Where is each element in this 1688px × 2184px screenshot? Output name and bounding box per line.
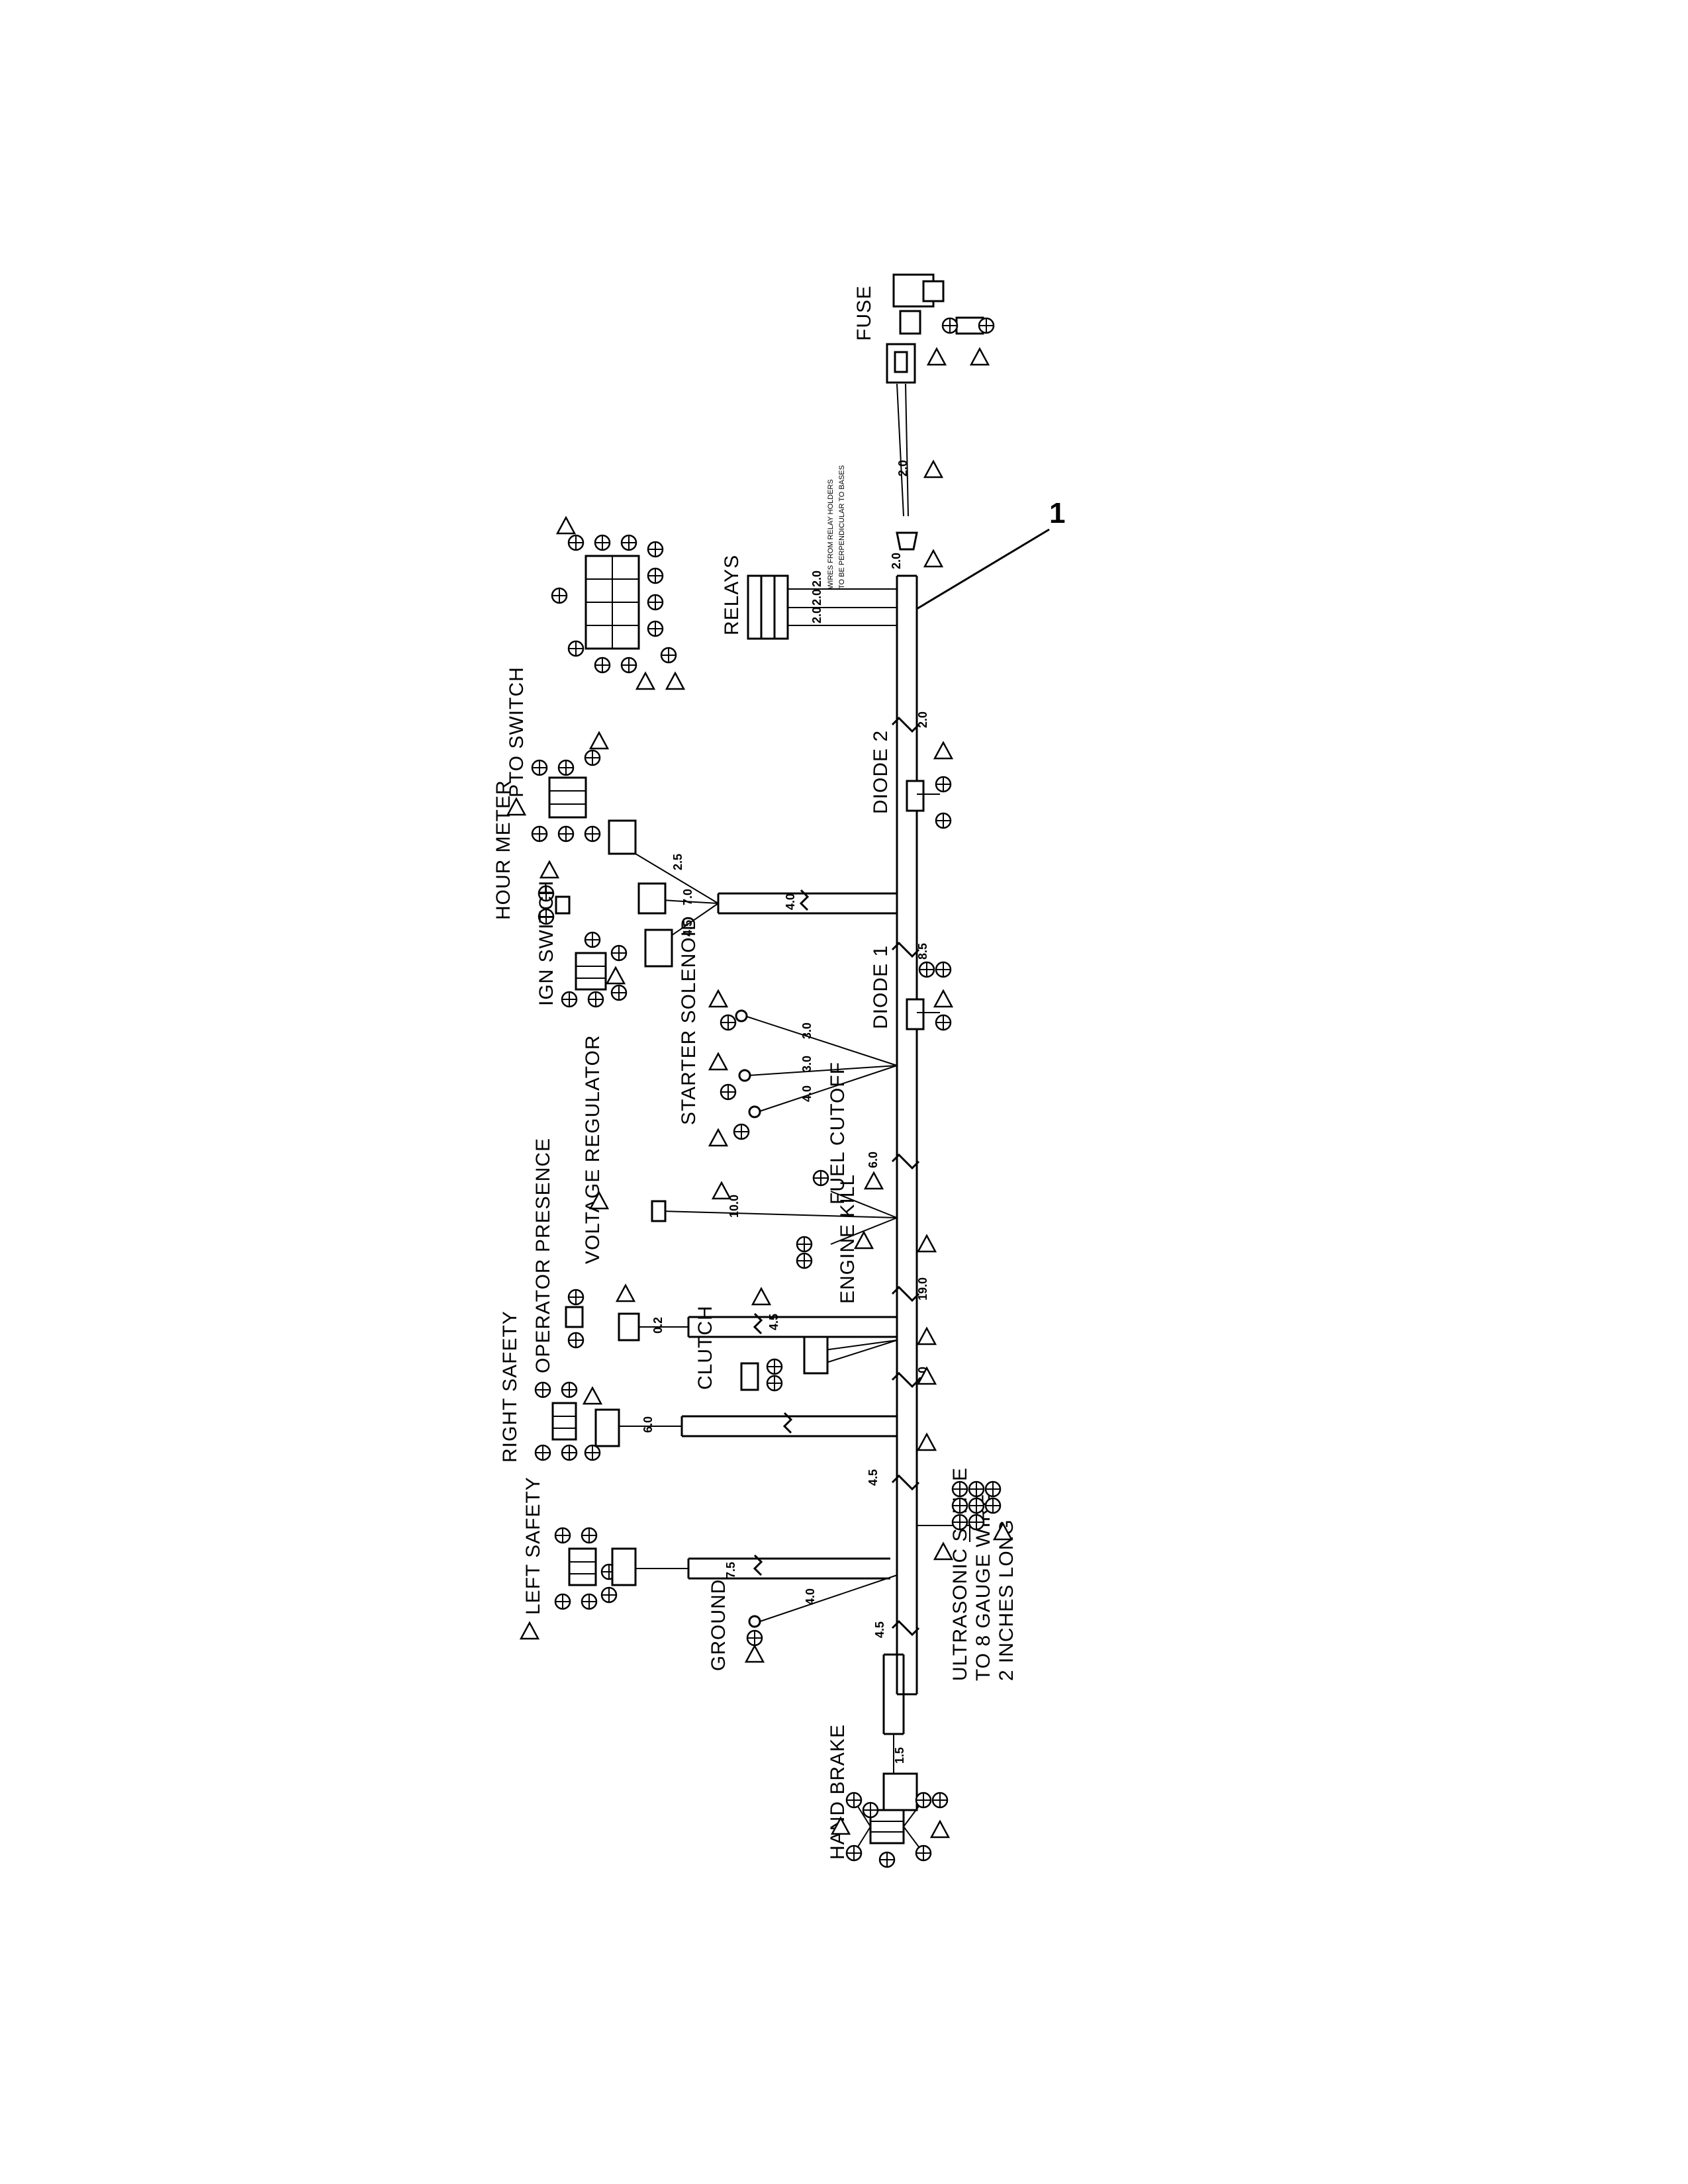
voltage-reg-length: 10.0 xyxy=(727,1195,741,1218)
ign-switch-label: IGN SWITCH xyxy=(536,880,557,1006)
left-safety-label: LEFT SAFETY xyxy=(522,1477,544,1615)
starter-solenoid-group: STARTER SOLENOID 3.0 3.0 4.0 xyxy=(678,915,898,1147)
splice-group: ULTRASONIC SPLICE TO 8 GAUGE WIRE 2 INCH… xyxy=(917,1467,1017,1681)
relay-note-1: WIRES FROM RELAY HOLDERS xyxy=(827,479,835,589)
diode1-group: DIODE 1 xyxy=(870,945,953,1031)
right-safety-length: 6.0 xyxy=(641,1416,655,1433)
diode1-label: DIODE 1 xyxy=(870,945,892,1029)
ground-length: 4.0 xyxy=(804,1588,817,1605)
fuse-breakout-length: 2.0 xyxy=(890,553,903,569)
relays-group: RELAYS WIRES FROM RELAY HOLDERS TO BE PE… xyxy=(721,465,897,640)
starter-solenoid-label: STARTER SOLENOID xyxy=(678,915,700,1125)
fuel-cutoff-group: FUEL CUTOFF ENGINE KILL 10.0 xyxy=(651,1062,937,1304)
fuel-cutoff-label: FUEL CUTOFF xyxy=(827,1062,849,1205)
hand-brake-label: HAND BRAKE xyxy=(827,1724,849,1860)
op-presence-length: 0.2 xyxy=(651,1317,665,1334)
relay-connector-cluster xyxy=(551,516,685,690)
relays-label: RELAYS xyxy=(721,555,743,635)
main-harness-trunk xyxy=(891,574,920,1696)
starter-b-length: 3.0 xyxy=(800,1056,814,1072)
ign-switch-group: IGN SWITCH xyxy=(536,880,628,1008)
right-safety-label: RIGHT SAFETY xyxy=(499,1310,521,1463)
hand-brake-length: 1.5 xyxy=(893,1747,906,1764)
relay-note-2: TO BE PERPENDICULAR TO BASES xyxy=(838,465,846,589)
ground-group: GROUND 4.0 xyxy=(708,1574,898,1671)
hour-meter-label: HOUR METER xyxy=(492,780,514,920)
clutch-branch-length: 4.5 xyxy=(767,1314,780,1330)
seg-diode1-fuel-length: 6.0 xyxy=(867,1152,880,1168)
ign-branch: 4.0 2.5 7.0 4.5 xyxy=(608,819,897,968)
ign-a-length: 2.5 xyxy=(671,854,684,870)
starter-a-length: 3.0 xyxy=(800,1023,814,1039)
seg-left-hand-length: 4.5 xyxy=(873,1621,886,1638)
ground-label: GROUND xyxy=(708,1579,729,1671)
fuse-group: FUSE 2.0 2.0 xyxy=(853,273,995,569)
ign-c-length: 4.5 xyxy=(681,920,694,936)
hour-meter-group: HOUR METER xyxy=(492,780,571,925)
ign-branch-length: 4.0 xyxy=(784,893,797,910)
ign-b-length: 7.0 xyxy=(681,889,694,905)
pto-switch-label: PTO SWITCH xyxy=(506,666,528,797)
voltage-regulator-group: VOLTAGE REGULATOR xyxy=(582,1034,609,1264)
callout-number: 1 xyxy=(1049,497,1065,529)
right-safety-group: RIGHT SAFETY 6.0 xyxy=(499,1310,937,1463)
seg-right-left-length: 4.5 xyxy=(867,1469,880,1486)
left-safety-group: LEFT SAFETY 7.5 xyxy=(520,1477,890,1640)
callout-leader xyxy=(916,528,1050,610)
diode2-label: DIODE 2 xyxy=(870,730,892,814)
engine-kill-label: ENGINE KILL xyxy=(837,1174,859,1304)
hand-brake-group: HAND BRAKE 1.5 xyxy=(827,1653,950,1868)
left-safety-length: 7.5 xyxy=(724,1562,737,1578)
relay-b-length: 2.0 xyxy=(810,589,823,606)
operator-presence-label: OPERATOR PRESENCE xyxy=(532,1138,554,1373)
relay-a-length: 2.0 xyxy=(810,570,823,587)
pto-switch-group: PTO SWITCH xyxy=(506,666,609,842)
seg-fuel-op-length: 19.0 xyxy=(916,1277,929,1300)
clutch-group: CLUTCH 4.5 xyxy=(694,1305,937,1392)
clutch-label: CLUTCH xyxy=(694,1305,716,1390)
seg-diode2-diode1-length: 8.5 xyxy=(916,943,929,960)
diode2-group: DIODE 2 xyxy=(870,730,953,829)
fuse-label: FUSE xyxy=(853,285,875,341)
seg-relays-diode2-length: 2.0 xyxy=(916,711,929,728)
splice-line-3: 2 INCHES LONG xyxy=(996,1519,1017,1681)
starter-c-length: 4.0 xyxy=(800,1085,814,1102)
fuse-lead-length: 2.0 xyxy=(896,460,910,477)
operator-presence-group: OPERATOR PRESENCE 0.2 xyxy=(532,1138,897,1373)
relay-c-length: 2.0 xyxy=(810,607,823,623)
voltage-regulator-label: VOLTAGE REGULATOR xyxy=(582,1034,604,1264)
